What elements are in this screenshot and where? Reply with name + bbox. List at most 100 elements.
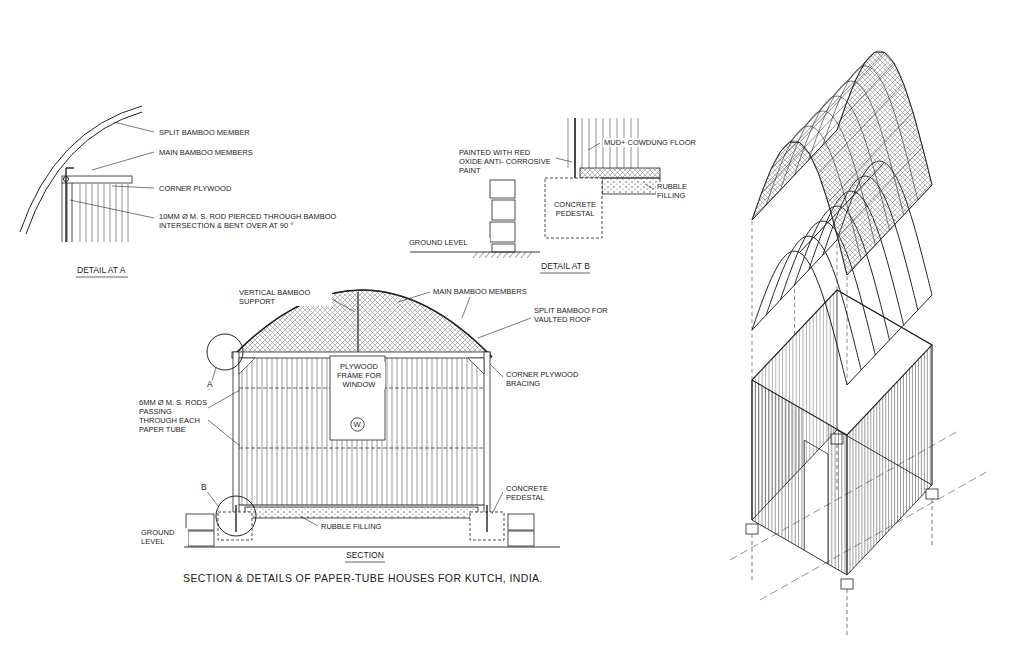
drawing-line: [110, 184, 111, 242]
paper-tube: [930, 347, 931, 487]
paper-tube: [768, 390, 769, 530]
ms-rod-bend: [66, 167, 74, 168]
paper-tube: [775, 393, 776, 533]
ground-hatch: [509, 252, 514, 258]
annotation-label: 6MM Ø M. S. RODS PASSING THROUGH EACH PA…: [138, 398, 208, 434]
drawing-line: [62, 183, 63, 242]
annotation-label: MAIN BAMBOO MEMBERS: [432, 287, 544, 296]
paper-tube: [782, 348, 783, 488]
paper-tube: [876, 404, 877, 544]
roof-skin-line: [752, 130, 837, 220]
paper-tube: [915, 363, 916, 503]
paper-tube: [417, 358, 418, 505]
ms-rod: [239, 448, 484, 449]
paper-tube: [906, 372, 907, 512]
paper-tube: [837, 290, 838, 430]
drawing-line: [122, 184, 123, 242]
paper-tube: [302, 358, 303, 505]
roof-skin-line: [771, 79, 856, 169]
leader-line: [92, 152, 154, 170]
paper-tube: [781, 397, 782, 537]
paper-tube: [786, 344, 787, 484]
annotation-label: MUD+ COWDUNG FLOOR: [603, 138, 715, 147]
detail-callout-circle: [216, 496, 256, 536]
paper-tube: [761, 386, 762, 526]
paper-tube: [327, 358, 328, 505]
paper-tube: [803, 326, 804, 466]
paper-tube: [407, 358, 408, 505]
paper-tube: [392, 358, 393, 505]
paper-tube: [432, 358, 433, 505]
corner-post: [846, 435, 847, 575]
ground-hatch: [473, 252, 478, 258]
title-underline: [540, 273, 590, 274]
stone: [492, 244, 515, 252]
leader-line: [492, 492, 503, 514]
leader-line: [208, 390, 240, 408]
drawing-line: [92, 184, 93, 242]
detail-callout-circle: [207, 334, 243, 370]
paper-tube: [879, 400, 880, 540]
leader-line: [556, 158, 572, 162]
explode-line: [847, 275, 848, 385]
drawing-caption: SECTION & DETAILS OF PAPER-TUBE HOUSES F…: [183, 572, 543, 584]
paper-tube: [437, 358, 438, 505]
paper-tube: [779, 351, 780, 491]
paper-tube: [882, 397, 883, 537]
drawing-line: [582, 118, 583, 168]
detail-a-drawing: [20, 106, 154, 277]
paper-tube: [322, 358, 323, 505]
paper-tube: [903, 375, 904, 515]
ground-line: [184, 547, 560, 548]
paper-tube: [765, 388, 766, 528]
drawing-line: [98, 184, 99, 242]
paper-tube: [412, 358, 413, 505]
paper-tube: [855, 426, 856, 566]
callout-letter: A: [206, 380, 214, 389]
paper-tube: [477, 358, 478, 505]
view-title: DETAIL AT A: [76, 266, 126, 275]
roof-skin-line: [762, 103, 847, 193]
axis-line: [760, 470, 990, 600]
roof-skin-line: [790, 52, 875, 142]
paper-tube: [262, 358, 263, 505]
leader-line: [478, 318, 531, 338]
paper-tube: [888, 391, 889, 531]
paper-tube: [257, 358, 258, 505]
paper-tube: [798, 407, 799, 547]
paper-tube: [799, 330, 800, 470]
rod-intersection: [64, 177, 69, 182]
annotation-label: GROUND LEVEL: [140, 528, 188, 546]
annotation-label: CORNER PLYWOOD BRACING: [505, 370, 587, 388]
drawing-line: [86, 184, 87, 242]
paper-tube: [447, 358, 448, 505]
split-bamboo: [20, 106, 142, 232]
drawing-line: [104, 184, 105, 242]
leader-line: [208, 420, 240, 446]
main-bamboo-member: [62, 176, 132, 183]
paper-tube: [924, 353, 925, 493]
leader-line: [398, 292, 430, 302]
paper-tube: [912, 366, 913, 506]
stone: [492, 200, 515, 220]
ms-rod: [486, 505, 487, 532]
leader-line: [300, 516, 318, 526]
paper-tube: [755, 382, 756, 522]
title-underline: [76, 277, 128, 278]
annotation-label: SPLIT BAMBOO MEMBER: [158, 128, 320, 137]
drawing-line: [128, 184, 129, 242]
stone: [186, 514, 214, 530]
paper-tube: [858, 422, 859, 562]
split-bamboo: [26, 112, 142, 234]
drawing-line: [72, 183, 73, 242]
paper-tube: [813, 315, 814, 455]
paper-tube: [397, 358, 398, 505]
pedestal: [926, 489, 938, 499]
paper-tube: [752, 380, 753, 520]
annotation-label: GROUND LEVEL: [408, 238, 490, 247]
paper-tube: [387, 358, 388, 505]
paper-tube: [287, 358, 288, 505]
paper-tube: [282, 358, 283, 505]
paper-tube: [427, 358, 428, 505]
